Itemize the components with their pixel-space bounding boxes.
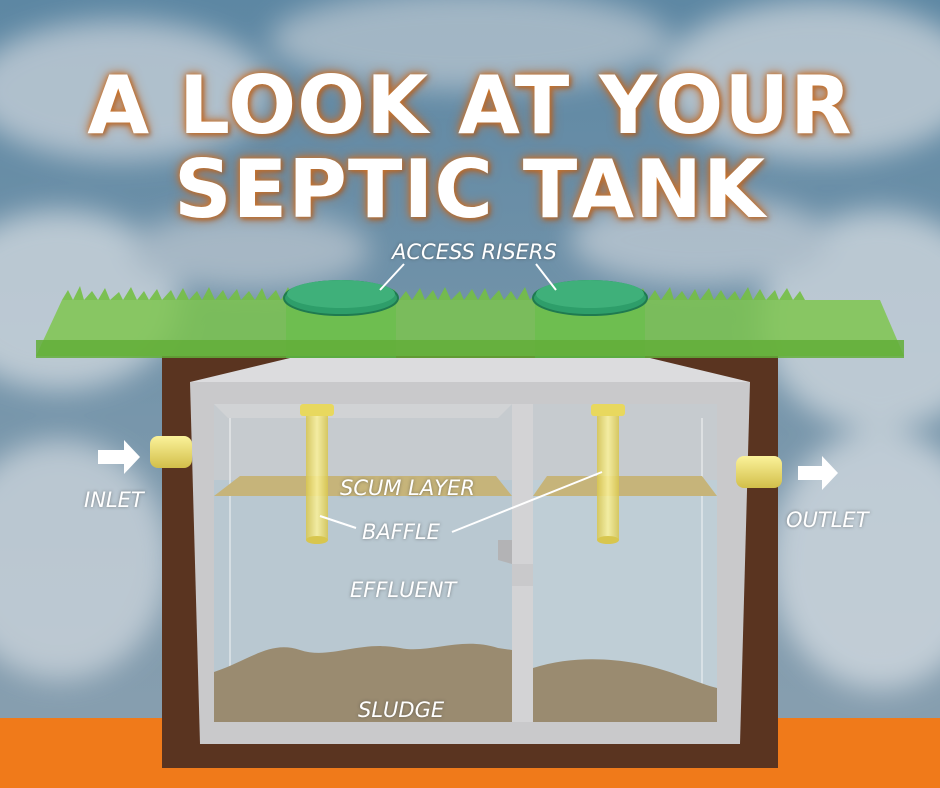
- inlet-arrow-icon: [98, 440, 140, 474]
- label-inlet: INLET: [84, 488, 144, 512]
- baffle-pointer-right: [451, 471, 603, 533]
- riser-lid-right-top: [536, 280, 644, 308]
- grass-front-edge: [36, 340, 904, 358]
- riser-lid-left-top: [287, 280, 395, 308]
- baffle-left: [300, 404, 334, 544]
- title-line-2: SEPTIC TANK: [173, 143, 766, 236]
- label-effluent: EFFLUENT: [350, 578, 457, 602]
- title-line-1: A LOOK AT YOUR: [87, 59, 853, 152]
- divider-wall-lower: [512, 586, 533, 722]
- divider-wall-upper: [512, 404, 533, 564]
- outlet-arrow-icon: [798, 456, 838, 490]
- label-scum-layer: SCUM LAYER: [340, 476, 475, 500]
- tank-top: [190, 358, 750, 382]
- sludge-right: [533, 659, 717, 722]
- label-sludge: SLUDGE: [358, 698, 445, 722]
- label-baffle: BAFFLE: [362, 520, 440, 544]
- tank: [190, 358, 750, 744]
- outlet-pipe: [736, 456, 782, 488]
- scum-layer-left: [214, 476, 512, 496]
- clouds: [0, 0, 940, 690]
- riser-pointer-right: [535, 263, 557, 291]
- scum-layer-right: [533, 476, 717, 496]
- riser-pointer-left: [379, 263, 405, 291]
- label-outlet: OUTLET: [786, 508, 869, 532]
- label-access-risers: ACCESS RISERS: [392, 240, 557, 264]
- baffle-pointer-left: [319, 515, 357, 529]
- chamber-right-air: [533, 404, 717, 480]
- sludge-left: [214, 643, 512, 722]
- inlet-pipe: [150, 436, 192, 468]
- baffle-right: [591, 404, 625, 544]
